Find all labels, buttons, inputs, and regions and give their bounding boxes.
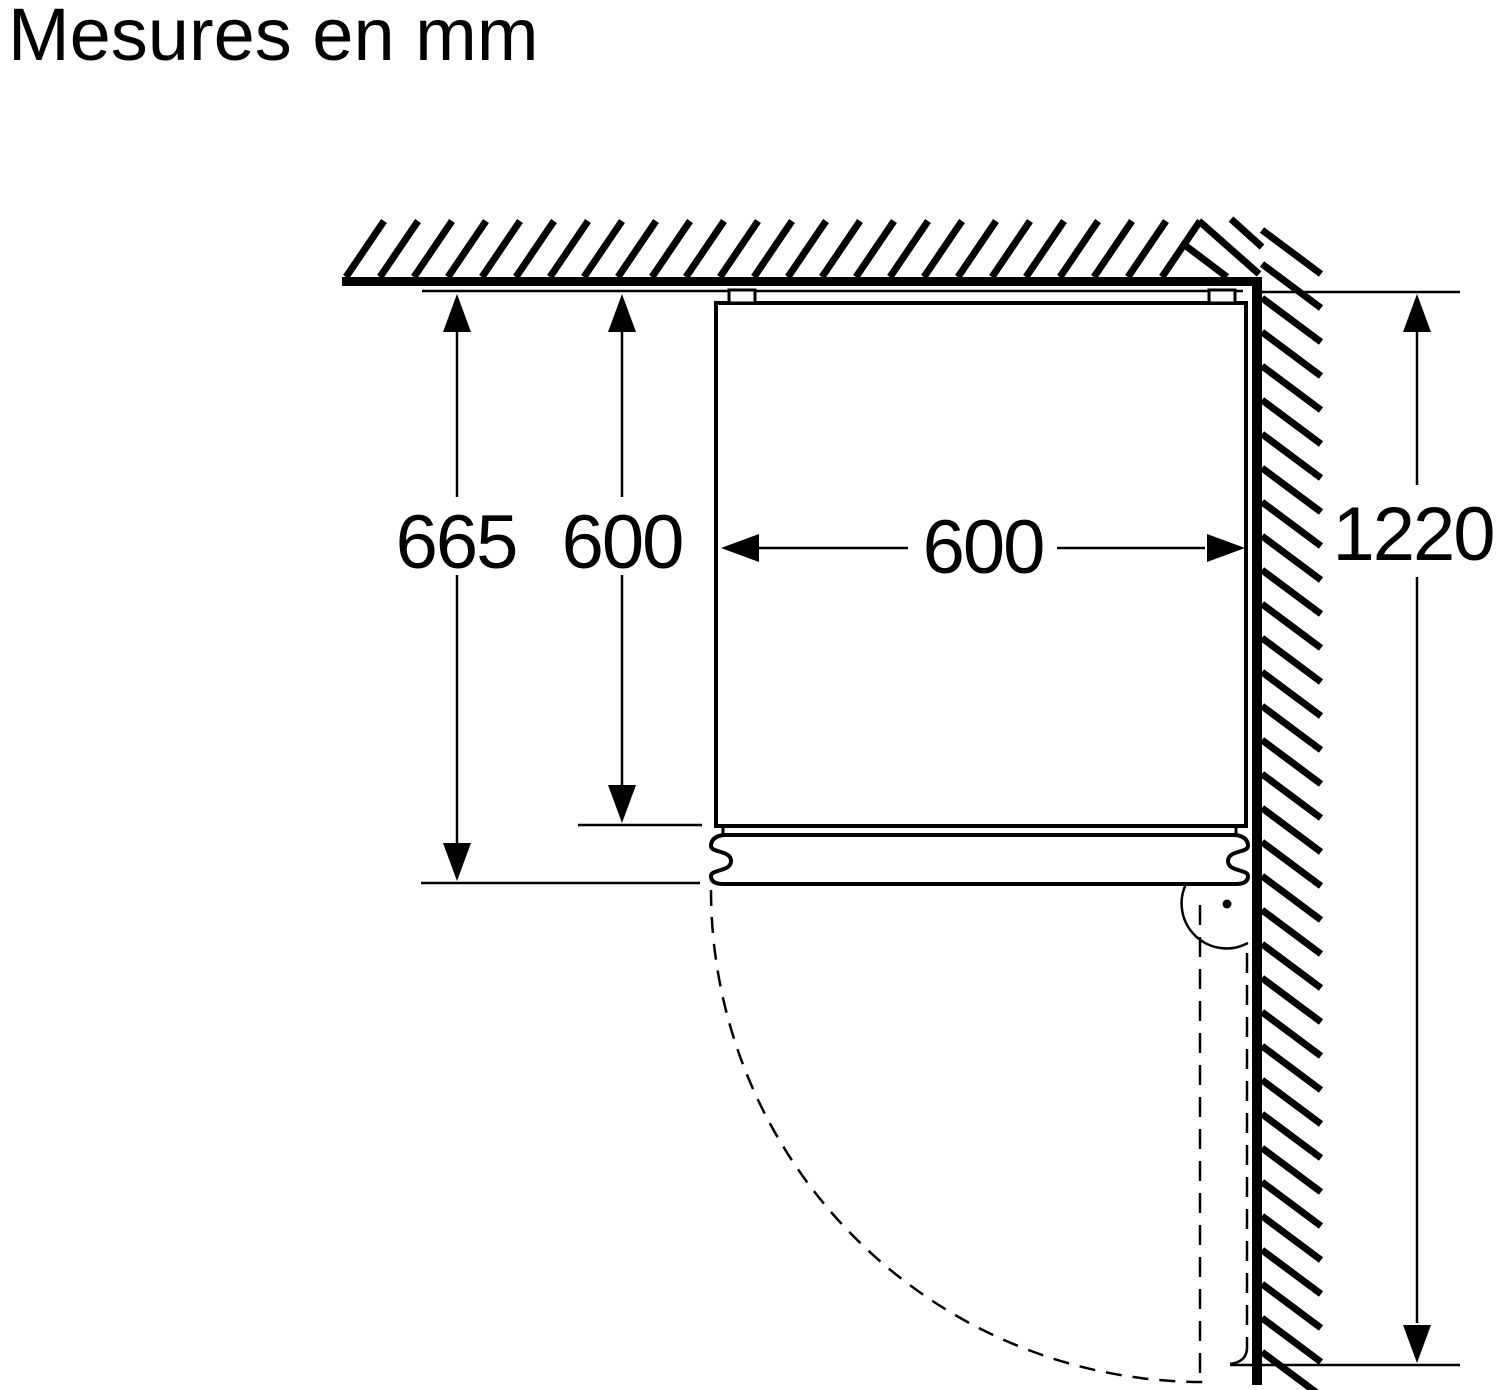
dimension-depth-without-door: 600 [562, 294, 684, 823]
arrowhead-up [443, 294, 471, 332]
corner-wall-hatching [1183, 216, 1265, 280]
appliance-door [709, 833, 1250, 886]
dimension-appliance-width: 600 [721, 505, 1245, 590]
door-swing-arc [709, 889, 1204, 1384]
arrowhead-left [721, 534, 759, 562]
arrowhead-down [1403, 1325, 1431, 1363]
dimension-label-665: 665 [396, 500, 517, 585]
top-wall-line [342, 277, 1262, 286]
door-hinge-point [1222, 899, 1232, 909]
arrowhead-up [1403, 294, 1431, 332]
arrowhead-down [443, 843, 471, 881]
dimension-label-600-depth: 600 [562, 500, 683, 585]
appliance-body [714, 301, 1248, 828]
left-hinge [727, 288, 757, 305]
dimension-side-niche: 1220 [1332, 294, 1496, 1363]
top-wall-hatching [343, 219, 1203, 279]
dimension-depth-with-door: 665 [396, 294, 518, 881]
arrowhead-up [608, 294, 636, 332]
arrowhead-right [1207, 534, 1245, 562]
door-hinge-arc [1180, 883, 1249, 950]
right-wall-hatching [1259, 227, 1324, 1390]
right-wall-line [1252, 277, 1262, 1385]
page-title: Mesures en mm [8, 0, 538, 76]
right-hinge [1207, 288, 1237, 305]
arrowhead-down [608, 785, 636, 823]
dimension-label-1220: 1220 [1332, 492, 1493, 577]
open-door-end-curve [1229, 1348, 1249, 1366]
dimension-label-600-width: 600 [923, 505, 1044, 590]
